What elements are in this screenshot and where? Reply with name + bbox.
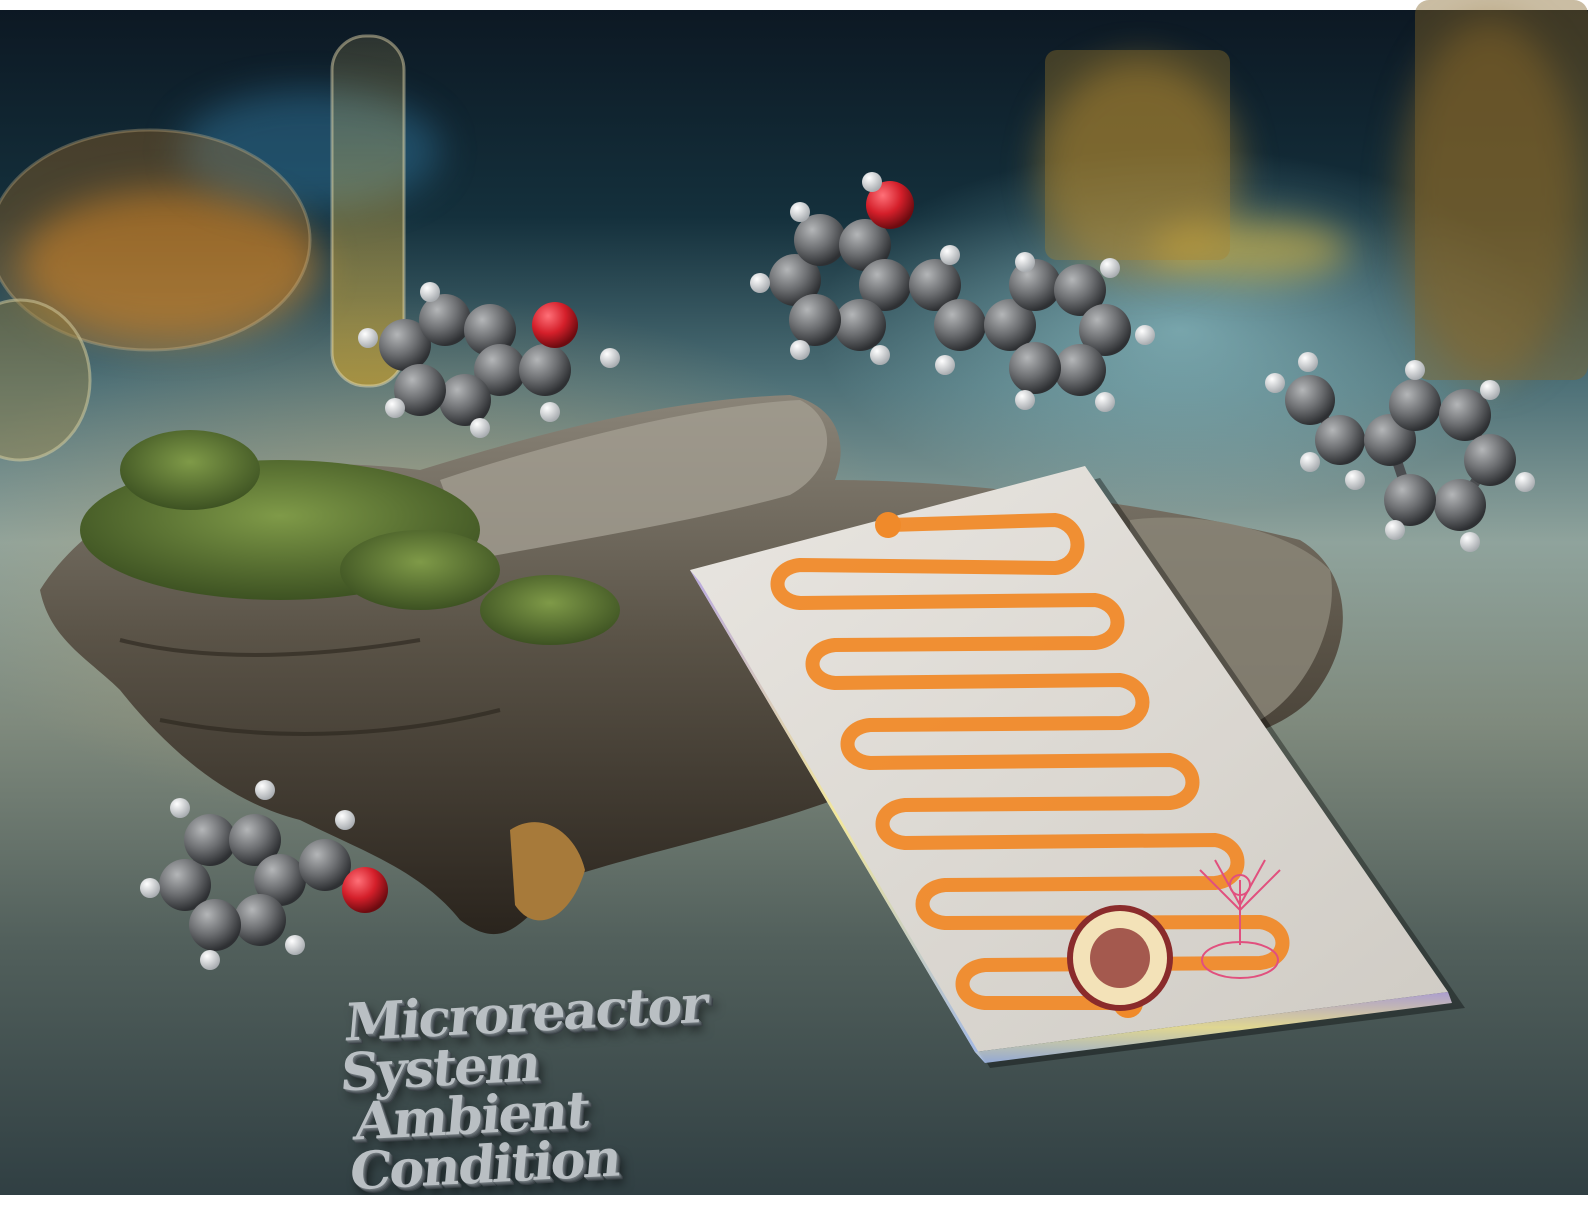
- molecule-right: [1265, 352, 1535, 552]
- caption-3d-text: Microreactor System Ambient Condition: [330, 972, 871, 1203]
- flask-left: [0, 128, 312, 352]
- seal-right: [1199, 859, 1281, 979]
- background-glassware: [0, 0, 1588, 462]
- beaker-right: [1045, 50, 1230, 260]
- bottom-border: [0, 1195, 1588, 1205]
- beaker-far-right: [1415, 0, 1588, 380]
- watch-glass: [0, 298, 92, 462]
- background-glow-gold: [1150, 220, 1350, 280]
- top-border: [0, 0, 1588, 10]
- molecule-top-center: [750, 172, 1155, 412]
- molecule-top-left: [358, 282, 620, 438]
- channel-inlet: [875, 512, 901, 538]
- molecule-bottom-left: [140, 780, 388, 970]
- background-glow-amber: [20, 190, 320, 340]
- test-tube: [330, 34, 406, 388]
- moss-patch: [80, 430, 620, 645]
- microreactor-chip: [690, 466, 1465, 1068]
- background-glow-orange: [1400, 20, 1580, 380]
